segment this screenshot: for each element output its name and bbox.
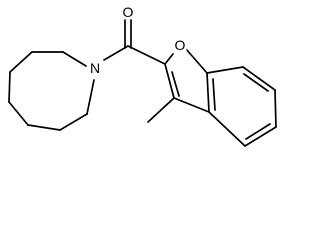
bond-c2-c3-inner bbox=[171, 71, 180, 97]
molecule-diagram: O O N bbox=[8, 4, 277, 147]
bond-azocane-5 bbox=[8, 101, 29, 126]
bond-c7a-c7 bbox=[206, 66, 244, 74]
furan-oxygen-label: O bbox=[173, 37, 187, 53]
bond-o1-c7a bbox=[185, 48, 208, 74]
bond-c5-c4-inner bbox=[245, 123, 271, 140]
bond-c6-c5 bbox=[274, 89, 277, 128]
bond-azocane-3 bbox=[9, 51, 33, 73]
bond-c3-methyl bbox=[147, 97, 175, 123]
bond-c7-c6 bbox=[242, 66, 276, 91]
bond-azocane-8 bbox=[86, 79, 95, 115]
bond-azocane-1 bbox=[62, 51, 87, 67]
bond-c3a-c7a-inner bbox=[212, 78, 216, 111]
carbonyl-oxygen-label: O bbox=[121, 4, 135, 20]
bond-carbonyl-c2 bbox=[127, 45, 166, 65]
bond-azocane-7 bbox=[59, 113, 88, 131]
bond-azocane-4 bbox=[8, 71, 11, 103]
bond-c4-c3a bbox=[208, 111, 246, 147]
bond-c3a-c7a bbox=[206, 72, 210, 113]
nitrogen-label: N bbox=[88, 60, 102, 76]
bond-c3-c3a bbox=[173, 97, 210, 113]
bond-c2-o1 bbox=[164, 53, 174, 65]
bond-carbonyl-nitrogen bbox=[103, 45, 129, 61]
bond-azocane-6 bbox=[27, 124, 61, 131]
bond-c7-c6-inner bbox=[243, 73, 269, 92]
bond-c5-c4 bbox=[244, 126, 277, 147]
bond-c2-c3 bbox=[164, 63, 175, 99]
bond-layer bbox=[8, 19, 277, 147]
